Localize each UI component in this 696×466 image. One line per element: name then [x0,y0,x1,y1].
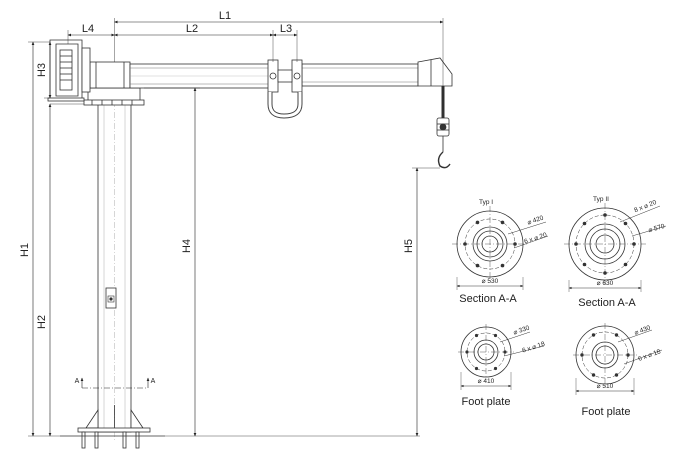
section-type1-holes: 6 x ⌀ 20 [523,232,548,246]
section-marker-left: A [75,378,80,385]
label-l3: L3 [280,23,292,35]
label-h3: H3 [36,63,48,77]
jib-arm [129,57,453,89]
foot-plate-type2-holes: 6 x ⌀ 18 [637,348,662,363]
hoist-hook [436,86,451,169]
foot-plate-type1-holes: 6 x ⌀ 18 [521,341,546,355]
section-type2-outer: ⌀ 630 [597,280,614,287]
foot-plate-type2-outer: ⌀ 510 [597,383,614,390]
label-l2: L2 [186,23,198,35]
foot-plate-type2-bolt-circle: ⌀ 430 [634,324,652,336]
drive-unit [47,39,91,102]
label-h2: H2 [36,315,48,329]
section-type1-outer: ⌀ 530 [482,278,499,285]
label-l1: L1 [219,10,231,22]
label-h4: H4 [181,239,193,253]
section-type1-label: Typ I [479,199,493,206]
label-h5: H5 [403,239,415,253]
column-crane [47,39,453,449]
knuckle-joint [267,59,303,119]
dimension-labels: L1 L4 L2 L3 H1 H3 H2 H4 H5 A A [19,10,415,385]
column-base [60,405,165,449]
section-type2-bolt-circle: ⌀ 570 [648,223,666,234]
column [97,90,132,440]
label-l4: L4 [82,23,94,35]
section-marker-right: A [151,378,156,385]
section-type1: Typ I ⌀ 420 6 x ⌀ 20 ⌀ 530 Section A-A [452,199,548,305]
foot-plate-type2: ⌀ 430 6 x ⌀ 18 ⌀ 510 Foot plate [573,323,663,418]
foot-plate-type1-bolt-circle: ⌀ 330 [513,325,531,337]
section-type2-caption: Section A-A [578,297,636,309]
foot-plate-type1-caption: Foot plate [462,396,511,408]
foot-plate-type2-caption: Foot plate [582,406,631,418]
section-type1-bolt-circle: ⌀ 420 [527,215,545,227]
section-type2: Typ II 8 x ⌀ 20 ⌀ 570 ⌀ 630 Section A-A [564,196,667,309]
label-h1: H1 [19,243,31,257]
control-box [105,287,117,309]
section-type2-label: Typ II [593,196,609,203]
dimension-lines [28,18,444,437]
foot-plate-type1: ⌀ 330 6 x ⌀ 18 ⌀ 410 Foot plate [458,324,546,408]
slewing-head [83,61,145,106]
foot-plate-type1-outer: ⌀ 410 [478,378,495,385]
section-type1-caption: Section A-A [459,293,517,305]
